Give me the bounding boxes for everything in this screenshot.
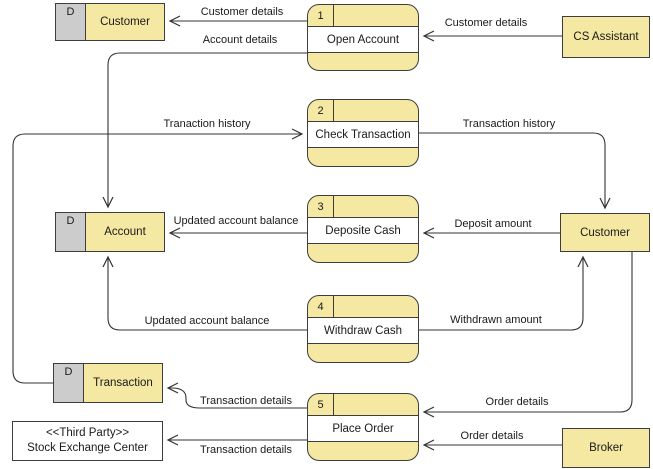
flow-open-account-to-account-store[interactable] xyxy=(102,52,307,209)
datastore-tag: D xyxy=(56,213,86,251)
flow-label-customer-details-cs[interactable]: Customer details xyxy=(444,17,528,29)
entity-broker[interactable]: Broker xyxy=(562,428,650,468)
process-number: 4 xyxy=(308,296,334,317)
flow-label-transaction-history[interactable]: Transaction history xyxy=(462,118,556,130)
datastore-name: Customer xyxy=(100,16,150,28)
flow-label-updated-balance-deposit[interactable]: Updated account balance xyxy=(173,215,299,227)
entity-name: Broker xyxy=(589,442,623,454)
process-name: Open Account xyxy=(308,27,418,53)
process-check-transaction[interactable]: 2 Check Transaction xyxy=(307,99,419,167)
entity-name: Stock Exchange Center xyxy=(27,442,148,454)
entity-stock-exchange-center[interactable]: <<Third Party>> Stock Exchange Center xyxy=(12,421,163,461)
process-number: 1 xyxy=(308,5,334,26)
entity-customer[interactable]: Customer xyxy=(560,213,650,252)
process-name: Deposite Cash xyxy=(308,218,418,244)
process-open-account[interactable]: 1 Open Account xyxy=(307,4,419,71)
entity-cs-assistant[interactable]: CS Assistant xyxy=(562,16,650,58)
flow-withdraw-cash-to-customer[interactable] xyxy=(419,255,589,331)
datastore-account[interactable]: D Account xyxy=(55,212,165,252)
process-number: 5 xyxy=(308,394,334,415)
flow-label-tranaction-history[interactable]: Tranaction history xyxy=(163,118,251,130)
process-number: 2 xyxy=(308,100,334,121)
process-name: Check Transaction xyxy=(308,122,418,148)
process-deposite-cash[interactable]: 3 Deposite Cash xyxy=(307,195,419,263)
datastore-transaction[interactable]: D Transaction xyxy=(53,363,163,403)
flow-label-deposit-amount[interactable]: Deposit amount xyxy=(454,218,532,230)
datastore-tag: D xyxy=(54,364,84,402)
flow-place-order-to-transaction-store[interactable] xyxy=(166,382,307,409)
process-name: Place Order xyxy=(308,416,418,442)
entity-stereotype: <<Third Party>> xyxy=(45,427,130,440)
flow-label-order-details-customer[interactable]: Order details xyxy=(485,396,549,408)
flow-customer-to-place-order[interactable] xyxy=(422,252,633,418)
datastore-tag: D xyxy=(56,4,86,40)
process-number: 3 xyxy=(308,196,334,217)
flow-label-order-details-broker[interactable]: Order details xyxy=(460,430,524,442)
flow-withdraw-cash-to-account-store[interactable] xyxy=(102,255,307,331)
process-withdraw-cash[interactable]: 4 Withdraw Cash xyxy=(307,295,419,363)
flow-transaction-store-to-check-transaction[interactable] xyxy=(12,128,304,384)
flow-check-transaction-to-customer[interactable] xyxy=(419,132,611,210)
flow-label-updated-balance-withdraw[interactable]: Updated account balance xyxy=(144,315,270,327)
datastore-name: Account xyxy=(104,226,146,238)
flow-label-customer-details-store[interactable]: Customer details xyxy=(200,6,284,18)
entity-name: CS Assistant xyxy=(573,31,639,43)
flow-label-transaction-details-sec[interactable]: Transaction details xyxy=(200,444,292,456)
datastore-customer[interactable]: D Customer xyxy=(55,3,165,41)
flow-label-account-details[interactable]: Account details xyxy=(202,34,278,46)
datastore-name: Transaction xyxy=(93,377,153,389)
flow-label-withdrawn-amount[interactable]: Withdrawn amount xyxy=(450,314,542,326)
process-name: Withdraw Cash xyxy=(308,318,418,344)
process-place-order[interactable]: 5 Place Order xyxy=(307,393,419,461)
flow-label-transaction-details-store[interactable]: Transaction details xyxy=(200,395,292,407)
entity-name: Customer xyxy=(580,226,630,239)
